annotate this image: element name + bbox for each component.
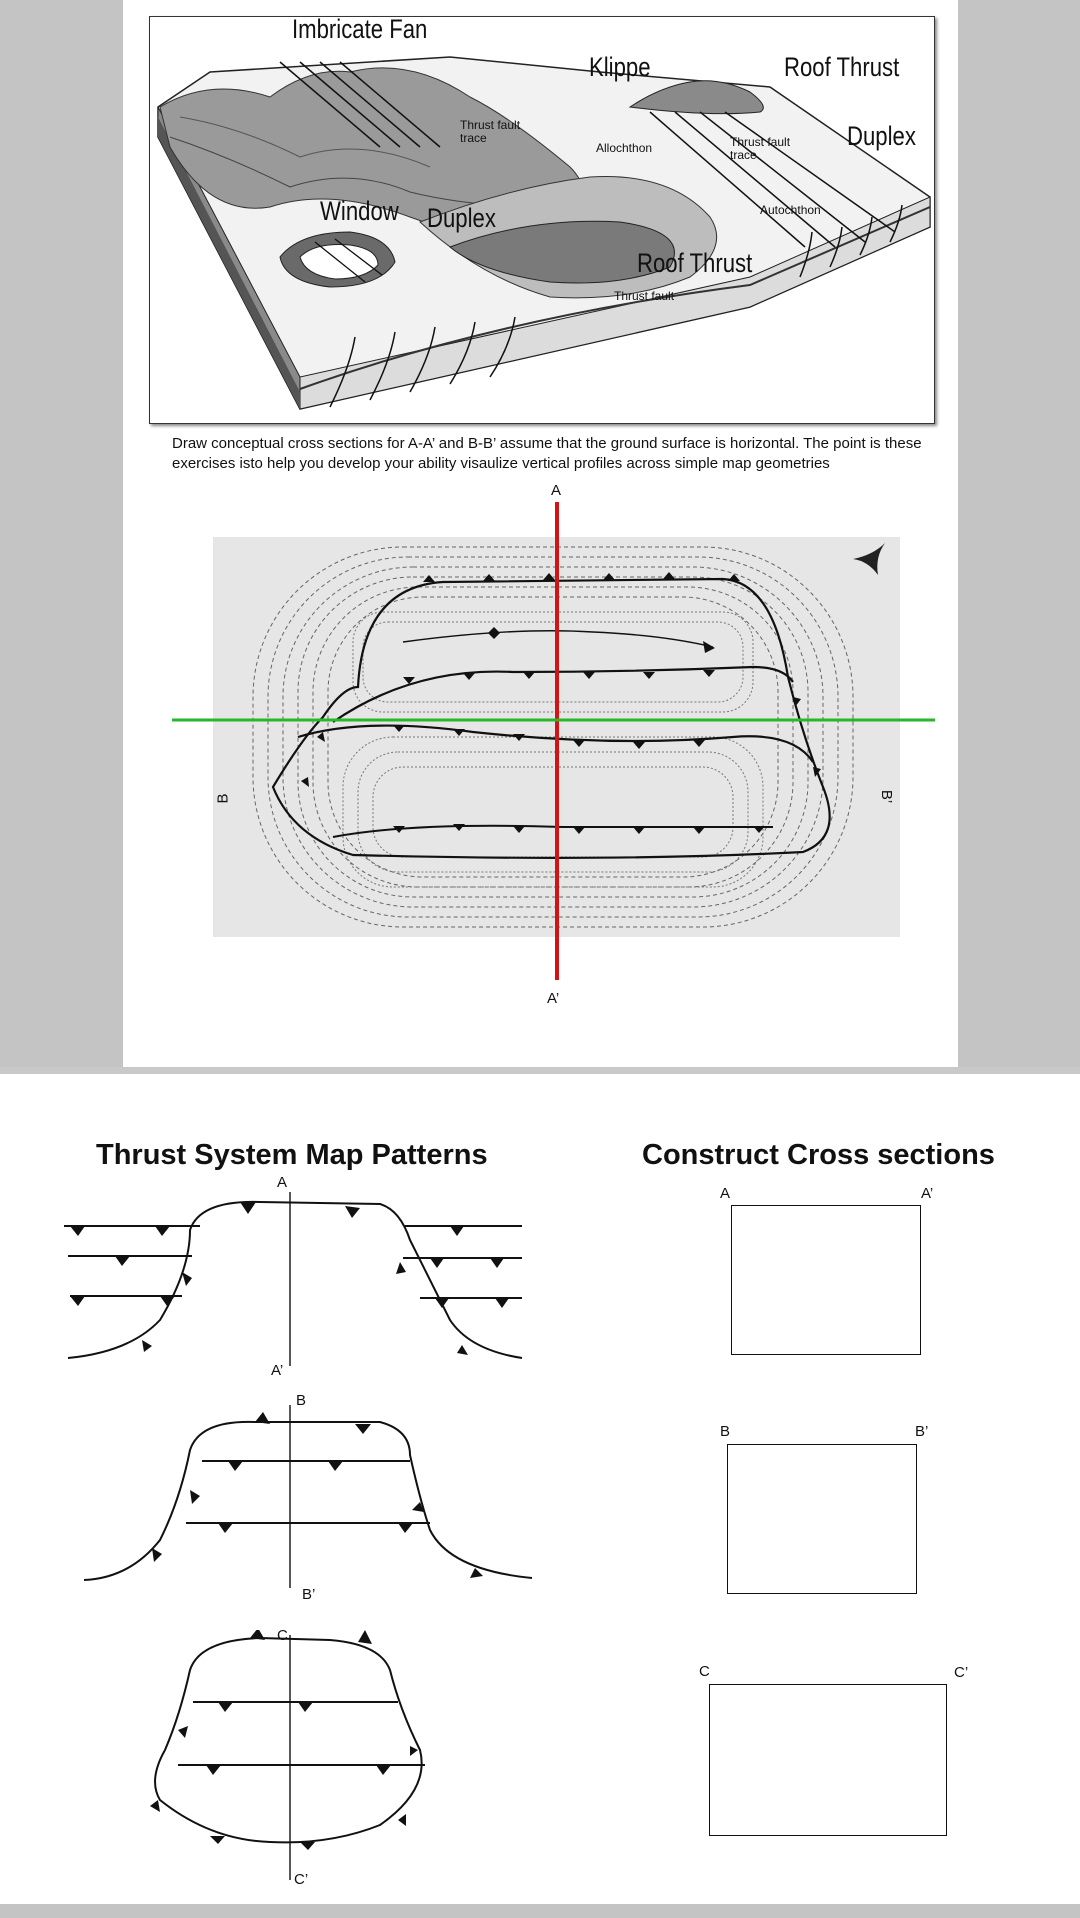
label-duplex-right: Duplex: [847, 121, 916, 151]
section-box-b-end: B’: [915, 1423, 929, 1440]
pattern-label-a-prime: A’: [271, 1362, 284, 1379]
label-thrust-fault-trace-right: Thrust fault trace: [730, 135, 791, 162]
section-box-a-end: A’: [921, 1185, 934, 1202]
title-construct-cross-sections: Construct Cross sections: [642, 1139, 995, 1171]
label-window: Window: [320, 196, 399, 226]
label-autochthon: Autochthon: [760, 203, 821, 217]
label-allochthon: Allochthon: [596, 141, 653, 155]
section-box-c-start: C: [699, 1663, 710, 1680]
label-duplex-center: Duplex: [427, 203, 496, 233]
cross-section-box-b[interactable]: [727, 1444, 917, 1594]
section-box-a-start: A: [720, 1185, 731, 1202]
label-thrust-fault: Thrust fault: [614, 289, 675, 303]
instructions-text: Draw conceptual cross sections for A-A’ …: [172, 435, 922, 472]
pattern-label-b-prime: B’: [302, 1586, 316, 1603]
map-label-a: A: [551, 482, 562, 499]
title-thrust-system-map-patterns: Thrust System Map Patterns: [96, 1139, 488, 1171]
pattern-c-diagram: [150, 1630, 425, 1880]
pattern-label-a: A: [277, 1174, 288, 1191]
label-roof-thrust-bottom: Roof Thrust: [637, 248, 753, 278]
map-label-a-prime: A’: [547, 990, 560, 1007]
section-box-b-start: B: [720, 1423, 731, 1440]
label-roof-thrust-top: Roof Thrust: [784, 52, 900, 82]
pattern-label-b: B: [296, 1392, 307, 1409]
map-label-b: B: [214, 793, 232, 804]
block-diagram: [149, 16, 935, 424]
label-thrust-fault-trace-left: Thrust fault trace: [460, 118, 521, 145]
label-klippe: Klippe: [589, 52, 651, 82]
cross-section-box-c[interactable]: [709, 1684, 947, 1836]
cross-section-box-a[interactable]: [731, 1205, 921, 1355]
block-diagram-illustration: [157, 56, 931, 410]
pattern-label-c: C: [277, 1627, 288, 1644]
label-imbricate-fan: Imbricate Fan: [292, 14, 428, 44]
bottom-scroll-gap: [0, 1904, 1080, 1918]
section-lines: [172, 502, 935, 980]
thrust-map-illustration: [252, 543, 885, 928]
pattern-b-diagram: [83, 1405, 533, 1588]
pattern-label-c-prime: C’: [294, 1871, 309, 1888]
map-label-b-prime: B’: [878, 789, 896, 804]
page-separator: [0, 1067, 1080, 1074]
section-box-c-end: C’: [954, 1664, 969, 1681]
pattern-a-diagram: [64, 1192, 523, 1366]
